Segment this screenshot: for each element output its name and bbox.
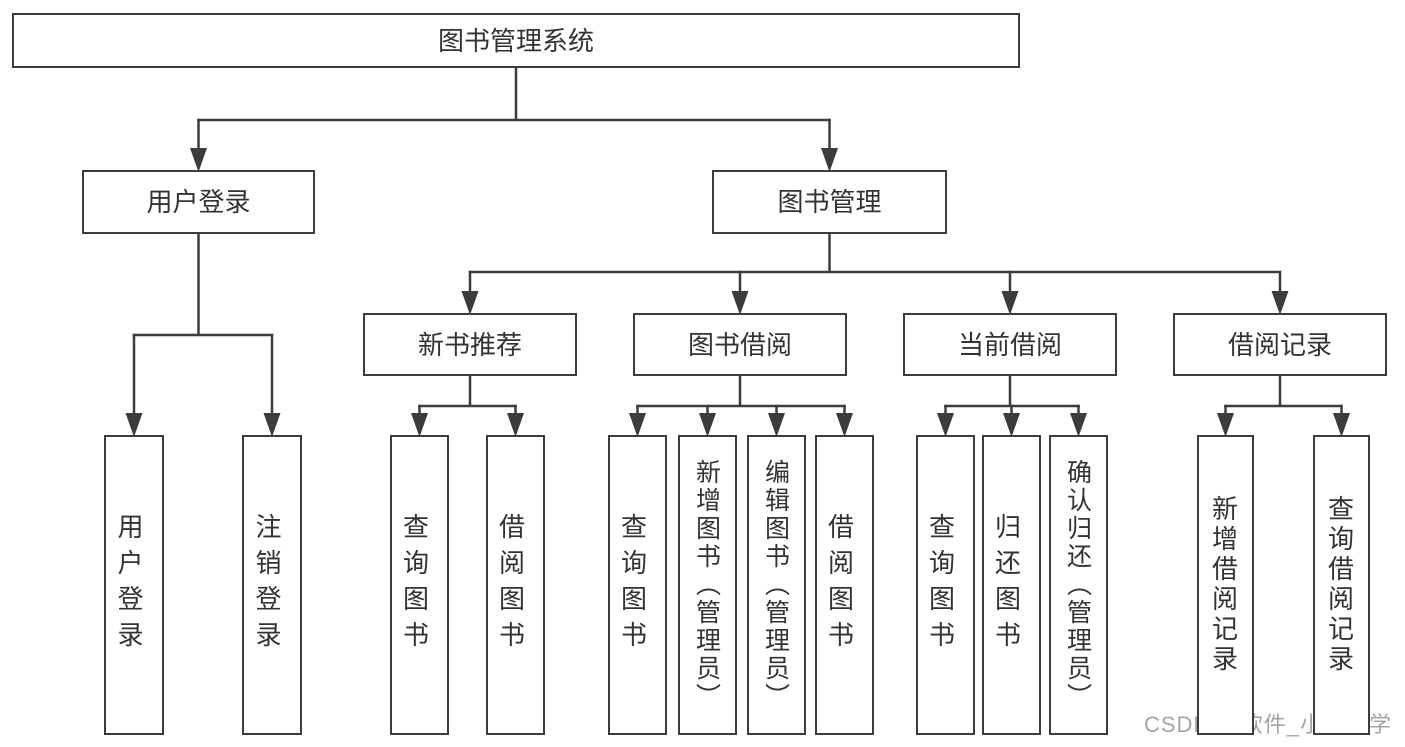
edge-from-borrow-records (1217, 375, 1350, 437)
node-login: 用户登录 (104, 435, 164, 735)
node-label: 借阅图书 (824, 513, 855, 657)
node-new-book-recommend: 新书推荐 (363, 313, 577, 376)
node-label: 用户登录 (114, 513, 144, 657)
node-confirm-return-admin: 确认归还（管理员） (1049, 435, 1108, 735)
node-query-book-3: 查询图书 (916, 435, 975, 735)
node-add-borrow-record: 新增借阅记录 (1197, 435, 1254, 735)
node-borrow-records: 借阅记录 (1173, 313, 1387, 376)
node-label: 当前借阅 (957, 329, 1062, 360)
node-add-book-admin: 新增图书（管理员） (678, 435, 737, 735)
node-label: 借阅图书 (495, 513, 526, 657)
node-query-book-2: 查询图书 (608, 435, 667, 735)
node-label: 借阅记录 (1227, 329, 1332, 360)
edge-from-book-borrow (629, 375, 853, 437)
edge-from-user-login (125, 233, 281, 437)
edge-from-root (190, 67, 838, 172)
node-label: 归还图书 (991, 513, 1022, 657)
edge-from-new-book-recommend (411, 375, 524, 437)
node-logout: 注销登录 (242, 435, 302, 735)
node-label: 编辑图书（管理员） (761, 459, 790, 711)
node-label: 查询图书 (925, 513, 956, 657)
node-label: 查询图书 (617, 513, 648, 657)
node-borrow-book-2: 借阅图书 (815, 435, 874, 735)
edge-from-book-management (461, 233, 1289, 315)
node-root: 图书管理系统 (12, 13, 1020, 68)
node-user-login: 用户登录 (82, 170, 315, 234)
node-label: 注销登录 (252, 513, 282, 657)
node-query-book-1: 查询图书 (390, 435, 449, 735)
edge-from-current-borrow (937, 375, 1087, 437)
node-query-borrow-record: 查询借阅记录 (1313, 435, 1370, 735)
node-label: 查询借阅记录 (1324, 495, 1355, 675)
node-label: 新增借阅记录 (1208, 495, 1239, 675)
node-label: 新书推荐 (417, 329, 522, 360)
node-label: 用户登录 (146, 187, 251, 217)
node-edit-book-admin: 编辑图书（管理员） (747, 435, 806, 735)
node-label: 新增图书（管理员） (692, 459, 721, 711)
node-borrow-book-1: 借阅图书 (486, 435, 545, 735)
node-label: 确认归还（管理员） (1063, 459, 1092, 711)
node-label: 图书借阅 (687, 329, 792, 360)
node-label: 查询图书 (399, 513, 430, 657)
node-label: 图书管理 (777, 187, 882, 217)
node-return-book: 归还图书 (982, 435, 1041, 735)
node-current-borrow: 当前借阅 (903, 313, 1117, 376)
node-book-management: 图书管理 (712, 170, 947, 234)
node-label: 图书管理系统 (437, 25, 594, 56)
node-book-borrow: 图书借阅 (633, 313, 847, 376)
